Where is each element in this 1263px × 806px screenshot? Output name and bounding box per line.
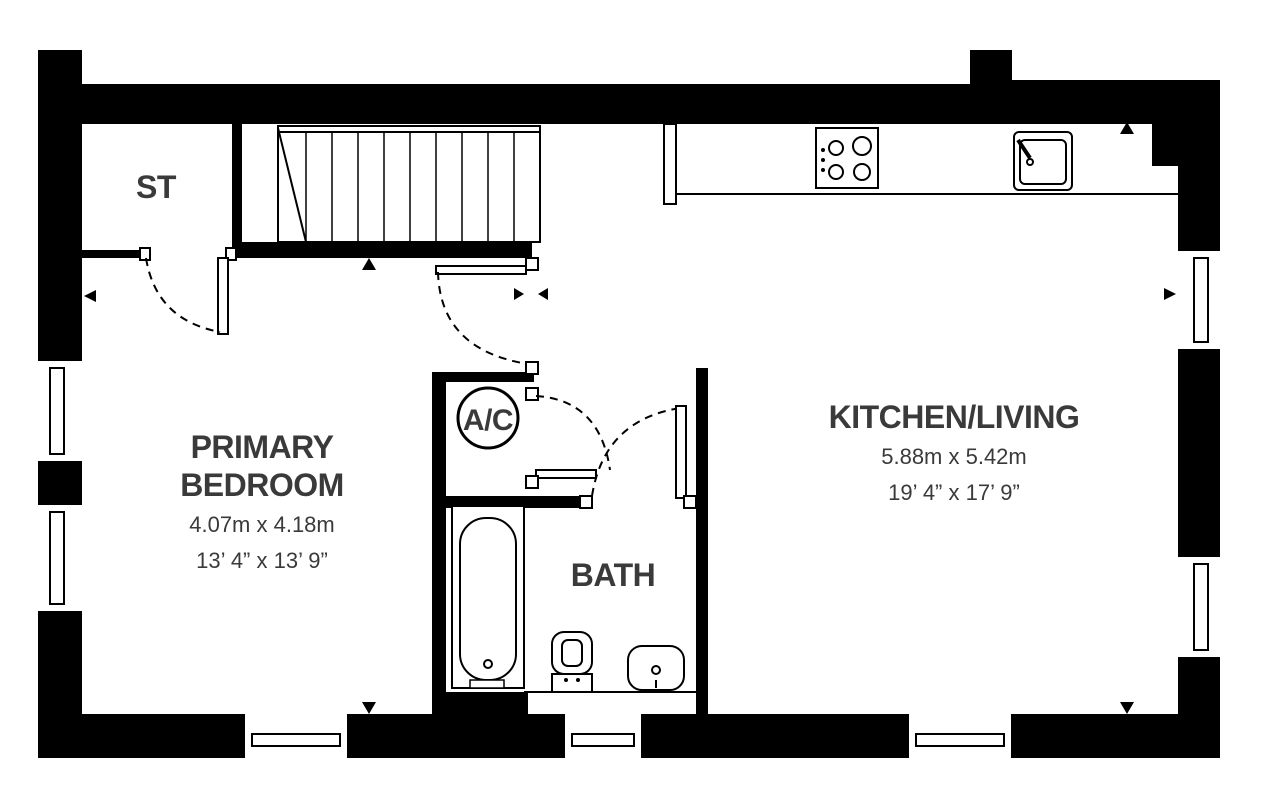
kitchen-living-metric: 5.88m x 5.42m <box>881 444 1027 469</box>
interior-walls <box>82 123 708 714</box>
bath-fittings <box>451 505 696 693</box>
height-markers <box>84 122 1176 714</box>
store-label: ST <box>136 169 177 205</box>
doors <box>139 247 697 509</box>
primary-bedroom-label-line1: PRIMARY <box>191 429 334 465</box>
kitchen-living-imperial: 19’ 4” x 17’ 9” <box>888 480 1020 505</box>
kitchen-counter <box>676 127 1180 195</box>
windows <box>36 249 1224 760</box>
staircase <box>277 125 541 243</box>
bath-label: BATH <box>571 557 656 593</box>
primary-bedroom-label-line2: BEDROOM <box>180 467 344 503</box>
ac-label: A/C <box>463 404 513 437</box>
kitchen-living-label: KITCHEN/LIVING <box>829 399 1080 435</box>
primary-bedroom-metric: 4.07m x 4.18m <box>189 512 335 537</box>
ac-unit: A/C <box>456 386 520 450</box>
primary-bedroom-imperial: 13’ 4” x 13’ 9” <box>196 548 328 573</box>
